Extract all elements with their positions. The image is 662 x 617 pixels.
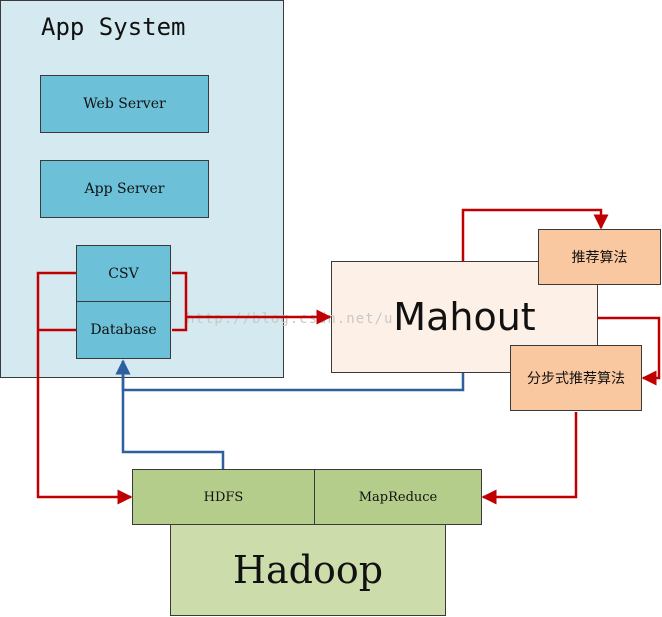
csv-label: CSV	[108, 265, 139, 282]
mapreduce-label: MapReduce	[358, 489, 438, 505]
app-server-box: App Server	[40, 160, 209, 218]
hdfs-label: HDFS	[203, 489, 244, 505]
arrow-mahout-to-database	[115, 359, 465, 392]
mapreduce-box: MapReduce	[314, 469, 482, 525]
hadoop-title: Hadoop	[232, 548, 384, 592]
web-server-box: Web Server	[40, 75, 209, 133]
arrow-database-to-mahout	[172, 271, 330, 330]
arrow-database-to-hdfs	[36, 271, 131, 497]
app-server-label: App Server	[84, 181, 165, 197]
app-system-title: App System	[41, 13, 186, 41]
arrow-distributed-to-mapreduce	[481, 412, 578, 505]
arrow-mahout-to-distributed	[598, 316, 661, 386]
recommend-algo-label: 推荐算法	[571, 250, 628, 266]
hadoop-box: Hadoop	[170, 524, 446, 616]
arrow-hdfs-to-database	[115, 359, 225, 469]
hdfs-box: HDFS	[132, 469, 315, 525]
database-box: Database	[76, 301, 171, 359]
distributed-algo-box: 分步式推荐算法	[510, 345, 642, 411]
arrow-mahout-to-recommend	[461, 208, 609, 261]
distributed-algo-label: 分步式推荐算法	[527, 371, 625, 387]
database-label: Database	[90, 322, 157, 338]
recommend-algo-box: 推荐算法	[538, 229, 661, 285]
mahout-title: Mahout	[393, 295, 536, 339]
web-server-label: Web Server	[83, 96, 166, 112]
